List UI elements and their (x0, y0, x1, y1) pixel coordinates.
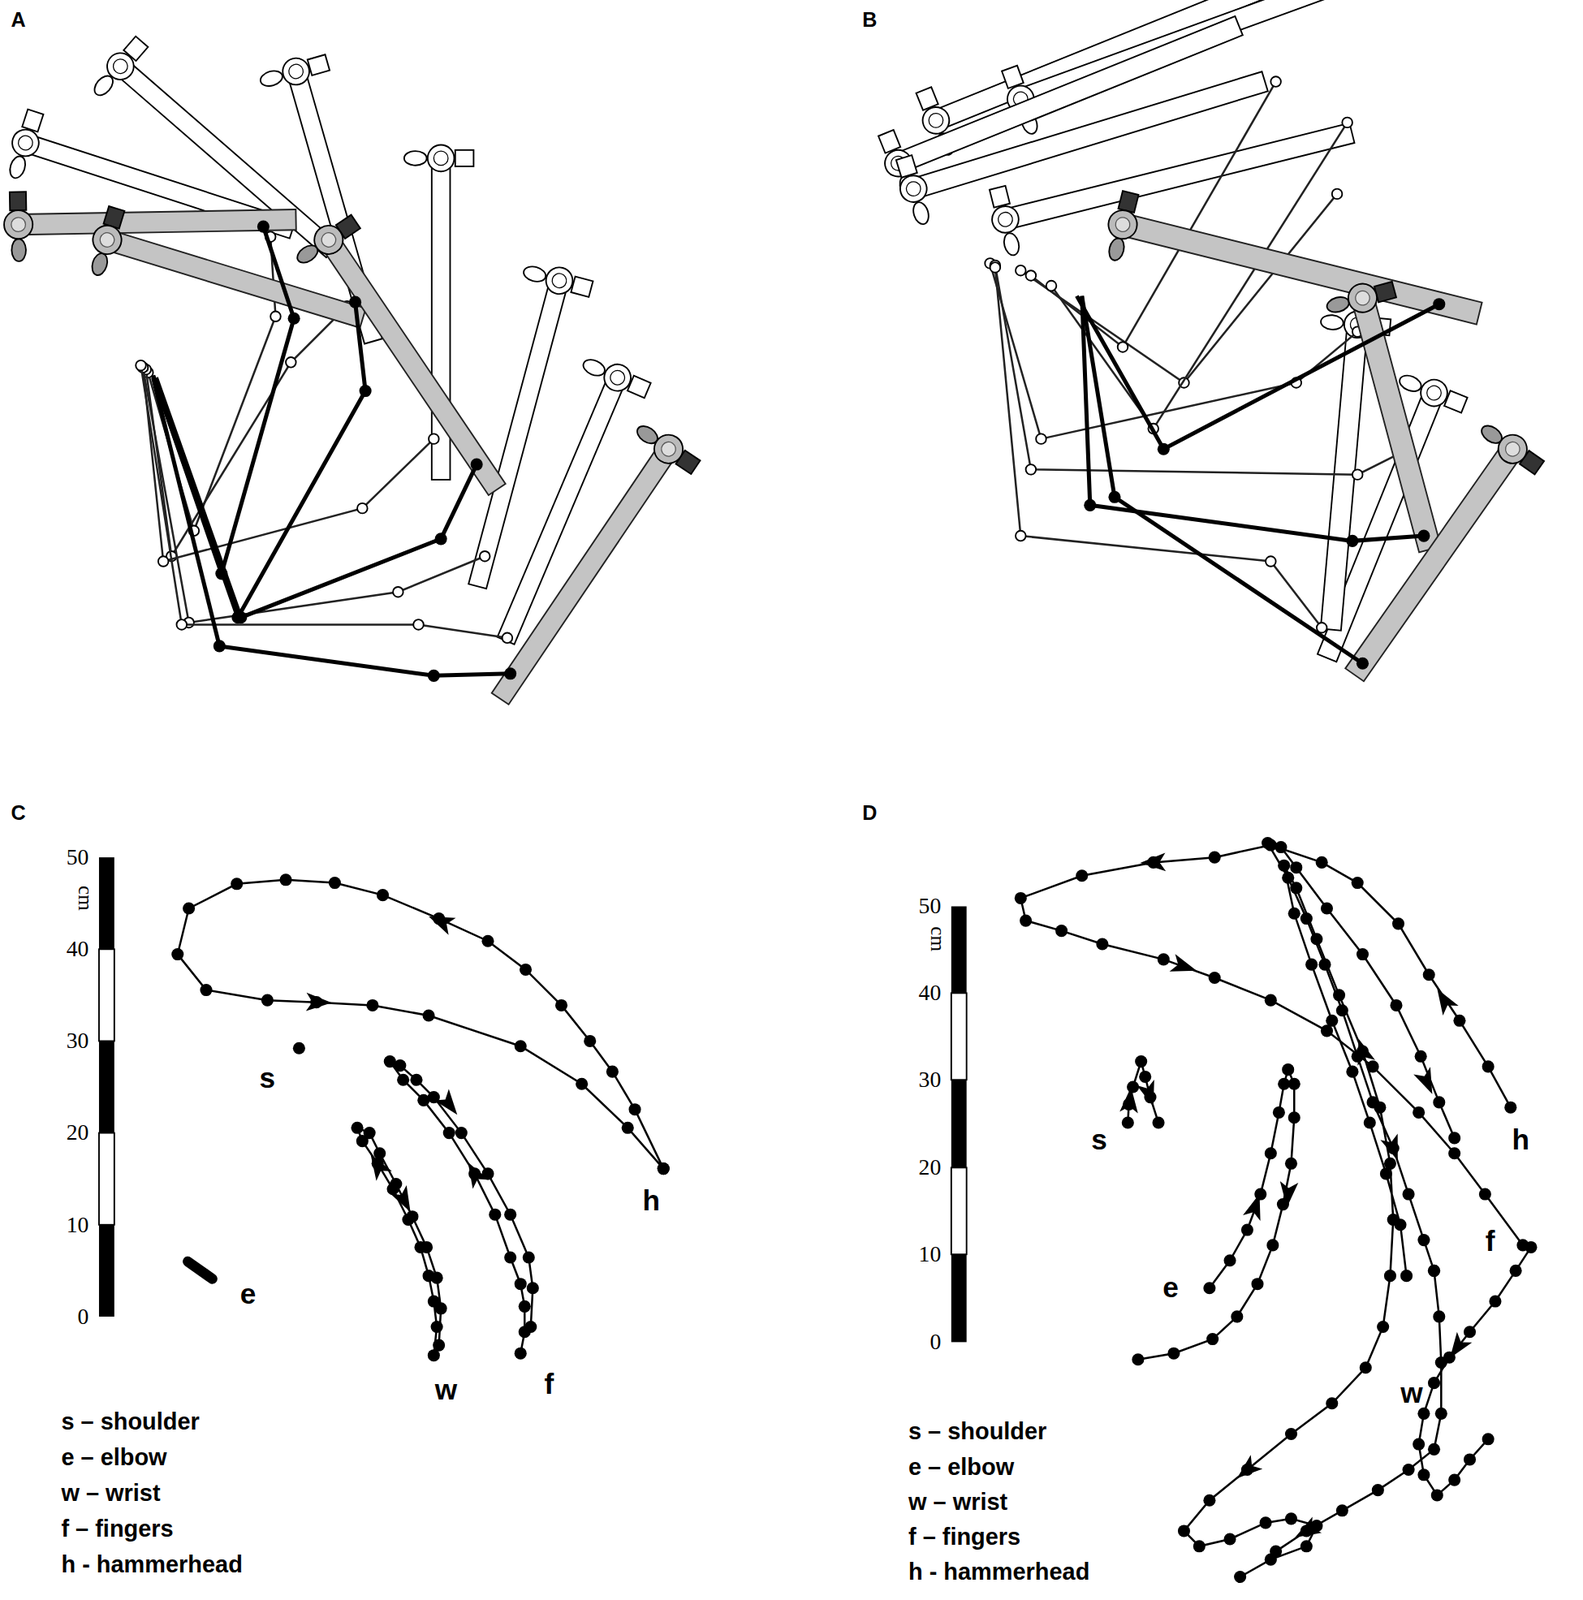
legend-entry: e – elbow (908, 1453, 1014, 1482)
scale-number: 40 (918, 979, 942, 1007)
point-label: f (544, 1368, 555, 1402)
scale-number: 20 (66, 1119, 90, 1147)
scale-unit: cm (73, 885, 98, 911)
point-label: e (240, 1277, 257, 1311)
legend-entry: s – shoulder (60, 1407, 199, 1436)
panel-letter: A (11, 8, 26, 33)
scale-number: 10 (66, 1211, 90, 1238)
point-label: w (1400, 1376, 1423, 1410)
panel-letter: C (11, 802, 26, 826)
scale-number: 50 (918, 892, 942, 920)
point-label: w (435, 1373, 458, 1407)
point-label: s (259, 1062, 277, 1096)
point-label: f (1485, 1225, 1496, 1259)
scale-number: 40 (66, 935, 90, 963)
legend-entry: h - hammerhead (908, 1557, 1090, 1586)
legend-entry: f – fingers (908, 1523, 1021, 1552)
panel-letter: D (862, 802, 877, 826)
scale-number: 0 (77, 1303, 90, 1331)
legend-entry: w – wrist (908, 1488, 1008, 1517)
scale-number: 50 (66, 844, 90, 872)
legend-entry: e – elbow (60, 1443, 167, 1471)
legend-entry: w – wrist (60, 1479, 160, 1507)
scale-number: 30 (66, 1027, 90, 1055)
point-label: s (1091, 1123, 1108, 1156)
scale-unit: cm (926, 926, 950, 952)
scale-number: 30 (918, 1066, 942, 1094)
point-label: e (1162, 1272, 1179, 1305)
point-label: h (642, 1185, 660, 1218)
legend-entry: s – shoulder (908, 1418, 1047, 1446)
scale-number: 10 (918, 1241, 942, 1269)
point-label: h (1512, 1123, 1531, 1156)
panel-letter: B (862, 8, 877, 33)
scale-number: 20 (918, 1154, 942, 1182)
legend-entry: f – fingers (60, 1514, 173, 1543)
scale-number: 0 (929, 1328, 941, 1356)
legend-entry: h - hammerhead (60, 1550, 242, 1579)
